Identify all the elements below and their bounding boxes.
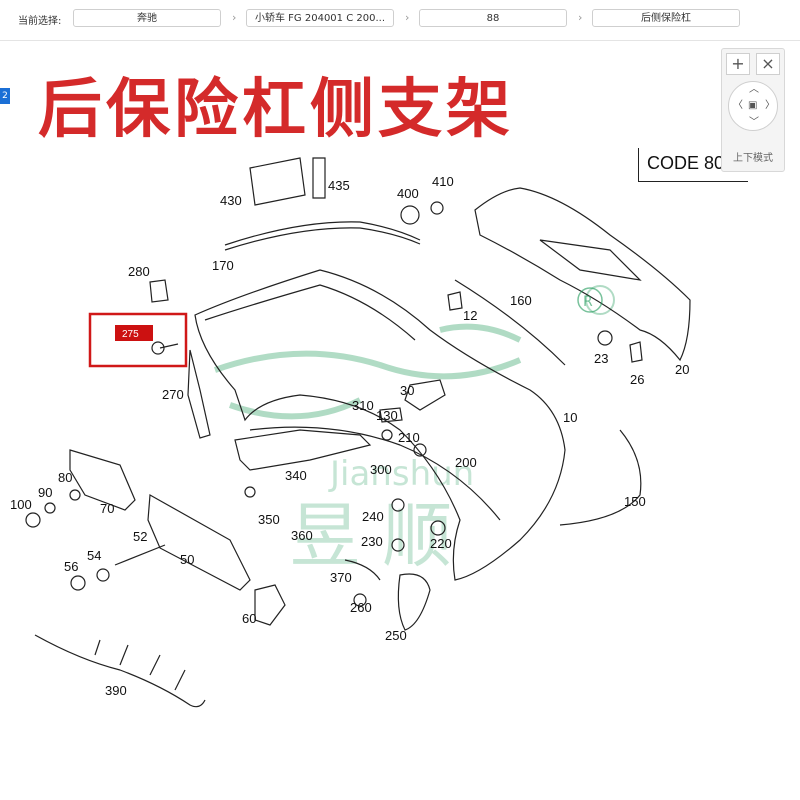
part-labels: 430 435 400 410 170 280 160 12 23 26 20 … (10, 174, 689, 698)
chevron-right-icon[interactable]: 〉 (765, 100, 775, 111)
bumper-cover (194, 269, 566, 581)
registered-mark-letter: R (583, 294, 593, 310)
part-label-70: 70 (100, 501, 114, 516)
part-label-50: 50 (180, 552, 194, 567)
part-label-90: 90 (38, 485, 52, 500)
part-label-150: 150 (624, 494, 646, 509)
watermark (214, 285, 615, 420)
view-controls: + × ︿ 〈 〉 ﹀ ▣ 上下模式 (721, 48, 785, 172)
breadcrumb-subgroup[interactable]: 后侧保险杠 (592, 9, 740, 27)
highlight-label-bg (115, 325, 153, 341)
registered-mark (577, 287, 603, 313)
close-button[interactable]: × (756, 53, 780, 75)
breadcrumb-separator: › (232, 11, 237, 24)
part-label-20: 20 (675, 362, 689, 377)
page-title: 后保险杠侧支架 (38, 73, 514, 147)
breadcrumb-separator: › (578, 11, 583, 24)
page-badge[interactable]: 2 (0, 88, 10, 104)
part-label-350: 350 (258, 512, 280, 527)
part-label-210: 210 (398, 430, 420, 445)
part-label-260: 260 (350, 600, 372, 615)
part-label-10: 10 (563, 410, 577, 425)
part-label-390: 390 (105, 683, 127, 698)
rear-diffuser (474, 187, 691, 362)
part-label-54: 54 (87, 548, 101, 563)
chevron-up-icon[interactable]: ︿ (749, 84, 759, 95)
highlight-label: 275 (122, 329, 139, 340)
part-label-170: 170 (212, 258, 234, 273)
pan-pad[interactable]: ︿ 〈 〉 ﹀ ▣ (728, 81, 778, 131)
part-label-430: 430 (220, 193, 242, 208)
mode-toggle[interactable]: 上下模式 (733, 153, 773, 164)
part-label-240: 240 (362, 509, 384, 524)
part-label-100: 100 (10, 497, 32, 512)
watermark-text: 昱 顺 (290, 495, 452, 577)
zoom-in-button[interactable]: + (726, 53, 750, 75)
selection-bar: 当前选择: 奔驰 › 小轿车 FG 204001 C 200... › 88 ›… (0, 0, 800, 41)
part-label-130: 130 (376, 408, 398, 423)
part-label-220: 220 (430, 536, 452, 551)
part-label-340: 340 (285, 468, 307, 483)
part-label-250: 250 (385, 628, 407, 643)
chevron-left-icon[interactable]: 〈 (733, 100, 743, 111)
part-label-60: 60 (242, 611, 256, 626)
part-label-56: 56 (64, 559, 78, 574)
upper-trim (224, 221, 421, 246)
part-label-370: 370 (330, 570, 352, 585)
breadcrumb-model[interactable]: 小轿车 FG 204001 C 200... (246, 9, 394, 27)
part-label-310: 310 (352, 398, 374, 413)
recenter-icon[interactable]: ▣ (748, 100, 758, 111)
highlight-frame (88, 312, 188, 368)
watermark-latin: Jianshun (328, 454, 474, 494)
part-label-26: 26 (630, 372, 644, 387)
part-label-230: 230 (361, 534, 383, 549)
part-label-30: 30 (400, 383, 414, 398)
part-label-300: 300 (370, 462, 392, 477)
code-box: CODE 80 (638, 148, 748, 182)
breadcrumb-brand[interactable]: 奔驰 (73, 9, 221, 27)
part-label-160: 160 (510, 293, 532, 308)
part-label-360: 360 (291, 528, 313, 543)
selection-label: 当前选择: (18, 16, 62, 27)
part-label-80: 80 (58, 470, 72, 485)
part-label-200: 200 (455, 455, 477, 470)
line-art (25, 157, 691, 708)
part-label-23: 23 (594, 351, 608, 366)
chevron-down-icon[interactable]: ﹀ (749, 117, 759, 128)
part-label-410: 410 (432, 174, 454, 189)
part-label-435: 435 (328, 178, 350, 193)
part-label-12: 12 (463, 308, 477, 323)
breadcrumb-group[interactable]: 88 (419, 9, 567, 27)
part-label-280: 280 (128, 264, 150, 279)
part-label-400: 400 (397, 186, 419, 201)
part-label-52: 52 (133, 529, 147, 544)
breadcrumb-separator: › (405, 11, 410, 24)
part-label-270: 270 (162, 387, 184, 402)
wiring-harness (34, 634, 206, 708)
